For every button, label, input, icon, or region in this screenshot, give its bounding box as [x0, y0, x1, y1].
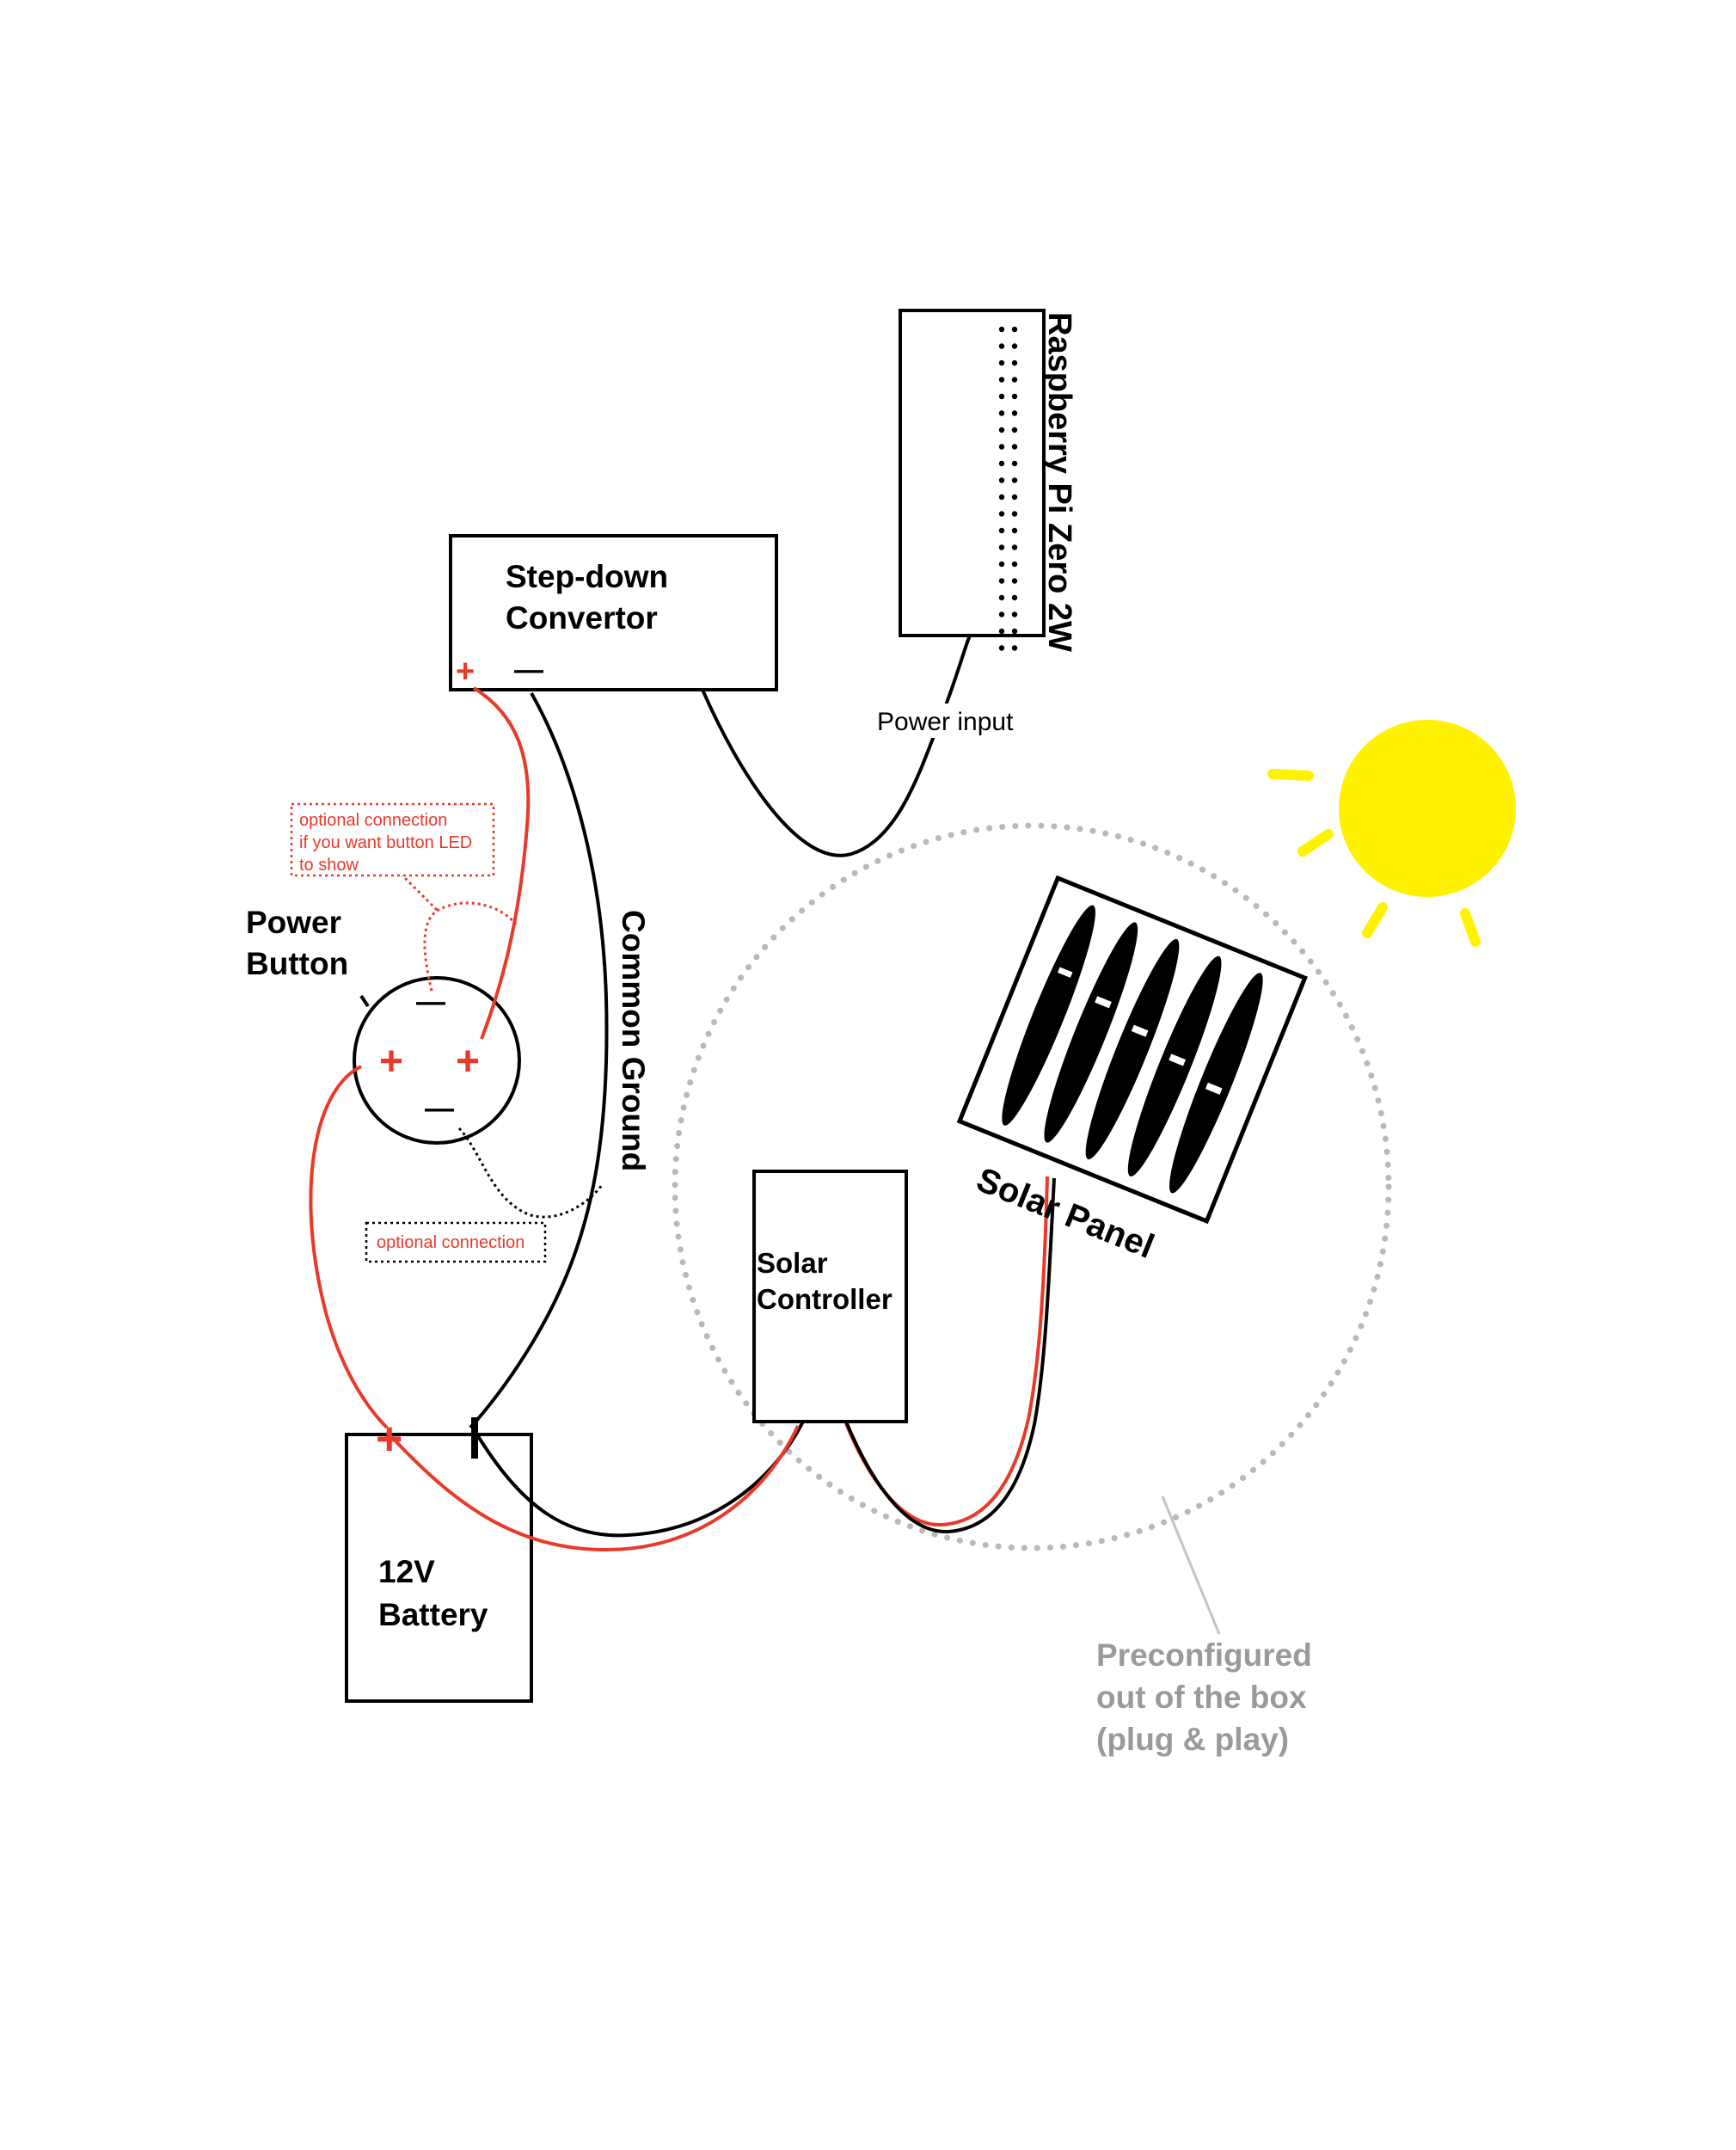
step-down-label-line2: Convertor [506, 600, 658, 636]
gpio-pin [998, 393, 1005, 400]
optional-led-note-line3: to show [299, 856, 359, 875]
button-minus-top: — [416, 986, 445, 1018]
wire-button-to-battery-positive [309, 1065, 389, 1429]
optional-led-leader [401, 874, 439, 912]
wire-power-input [701, 635, 972, 857]
preconfigured-label-line3: (plug & play) [1096, 1722, 1289, 1757]
wire-controller-panel-negative [844, 1177, 1056, 1534]
gpio-pin [998, 578, 1005, 584]
solar-cell-icon [1002, 905, 1263, 1194]
wire-battery-controller-positive [385, 1425, 800, 1552]
step-down-converter [449, 534, 778, 691]
preconfigured-label-line1: Preconfigured [1096, 1637, 1312, 1673]
solar-controller-label-line2: Controller [757, 1283, 893, 1315]
optional-led-note-box [290, 802, 495, 877]
gpio-pin [1011, 511, 1018, 517]
gpio-pin [1011, 377, 1018, 383]
common-ground-label: Common Ground [616, 910, 651, 1171]
gpio-pin [1011, 427, 1018, 433]
gpio-pin [1011, 393, 1018, 400]
battery [345, 1433, 533, 1703]
power-button [353, 976, 521, 1145]
gpio-pin [1011, 527, 1018, 534]
raspberry-pi-board [899, 309, 1046, 651]
optional-ground-note: optional connection [377, 1233, 524, 1252]
gpio-pin [1011, 410, 1018, 416]
gpio-pin [998, 460, 1005, 467]
gpio-pin [1011, 343, 1018, 349]
gpio-pin [998, 427, 1005, 433]
gpio-pin [998, 494, 1005, 501]
gpio-header-icon [998, 326, 1018, 651]
power-button-label-line2: Button [246, 946, 348, 981]
button-minus-bottom: — [425, 1092, 454, 1125]
wire-converter-positive [472, 686, 531, 1040]
gpio-pin [1011, 561, 1018, 568]
gpio-pin [1011, 326, 1018, 333]
step-down-minus-terminal: — [514, 654, 543, 686]
preconfigured-label-line2: out of the box [1096, 1680, 1307, 1715]
gpio-pin [998, 645, 1005, 651]
wire-common-ground [469, 692, 609, 1429]
optional-led-wire [423, 901, 518, 992]
gpio-pin [1011, 460, 1018, 467]
preconfigured-boundary [672, 822, 1392, 1551]
gpio-pin [998, 611, 1005, 617]
optional-led-note-line2: if you want button LED [299, 833, 472, 852]
gpio-pin [1011, 494, 1018, 501]
gpio-pin [1011, 578, 1018, 584]
step-down-label-line1: Step-down [506, 559, 668, 594]
battery-label-line1: 12V [378, 1554, 435, 1589]
gpio-pin [998, 477, 1005, 483]
gpio-pin [998, 594, 1005, 601]
gpio-pin [1011, 444, 1018, 450]
gpio-pin [1011, 477, 1018, 483]
gpio-pin [1011, 359, 1018, 366]
optional-ground-wire [457, 1127, 604, 1219]
preconfigured-leader-line [1161, 1496, 1221, 1635]
wire-battery-controller-negative [476, 1421, 805, 1538]
gpio-pin [998, 544, 1005, 550]
sun-icon [1267, 720, 1516, 947]
gpio-pin [998, 359, 1005, 366]
battery-negative-terminal [471, 1417, 478, 1459]
optional-ground-note-box [365, 1221, 547, 1263]
solar-controller [752, 1170, 908, 1423]
button-plus-left: + [379, 1039, 403, 1084]
gpio-pin [1011, 628, 1018, 635]
gpio-pin [1011, 611, 1018, 617]
power-button-label-line1: Power [246, 905, 341, 940]
solar-panel [956, 875, 1308, 1225]
solar-controller-label-line1: Solar [757, 1247, 828, 1279]
gpio-pin [998, 511, 1005, 517]
optional-led-note-line1: optional connection [299, 811, 447, 830]
raspberry-pi-label: Raspberry Pi Zero 2W [1041, 312, 1077, 652]
gpio-pin [998, 444, 1005, 450]
gpio-pin [1011, 544, 1018, 550]
button-plus-right: + [456, 1039, 480, 1084]
gpio-pin [998, 343, 1005, 349]
gpio-pin [1011, 645, 1018, 651]
power-input-label: Power input [877, 708, 1014, 736]
battery-label-line2: Battery [378, 1597, 488, 1632]
gpio-pin [998, 377, 1005, 383]
gpio-pin [998, 326, 1005, 333]
gpio-pin [998, 561, 1005, 568]
gpio-pin [998, 527, 1005, 534]
battery-plus-terminal: + [376, 1413, 403, 1465]
gpio-pin [998, 410, 1005, 416]
gpio-pin [1011, 594, 1018, 601]
gpio-pin [998, 628, 1005, 635]
step-down-plus-terminal: + [456, 654, 475, 690]
